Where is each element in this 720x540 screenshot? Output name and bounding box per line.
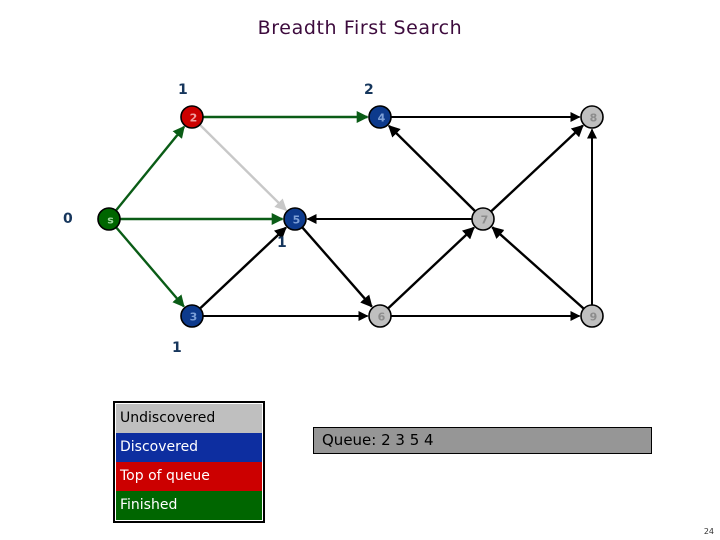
graph-node-7[interactable]: 7 [471,207,495,231]
node-layer: s 2 4 8 5 7 3 6 9 [97,105,604,328]
node-circle-9[interactable] [580,304,604,328]
graph-node-2[interactable]: 2 [180,105,204,129]
legend-row-discovered: Discovered [116,433,262,462]
edge-7-8 [490,124,584,213]
graph-node-6[interactable]: 6 [368,304,392,328]
edge-s-2 [115,125,186,211]
node-label-8: 8 [590,112,598,125]
distance-label-s: 0 [63,211,73,227]
edge-9-7 [491,226,585,310]
edge-layer [115,111,597,321]
node-circle-4[interactable] [368,105,392,129]
legend-row-finished: Finished [116,491,262,520]
edge-3-5 [199,226,287,309]
distance-label-4: 2 [364,82,374,98]
page-title: Breadth First Search [257,17,463,39]
distance-label-5: 1 [277,235,287,251]
legend-row-undiscovered: Undiscovered [116,404,262,433]
node-circle-s[interactable] [97,207,121,231]
distance-label-3: 1 [172,340,182,356]
graph-node-4[interactable]: 4 [368,105,392,129]
graph-node-3[interactable]: 3 [180,304,204,328]
edge-s-3 [115,226,185,308]
node-circle-6[interactable] [368,304,392,328]
node-label-5: 5 [293,214,301,227]
page-number: 24 [703,527,714,536]
node-label-s: s [107,214,114,227]
edge-5-6 [301,226,373,308]
node-label-6: 6 [378,311,386,324]
node-label-9: 9 [590,311,598,324]
node-label-2: 2 [190,112,198,125]
graph-node-8[interactable]: 8 [580,105,604,129]
legend-row-top-of-queue: Top of queue [116,462,262,491]
graph-node-9[interactable]: 9 [580,304,604,328]
node-circle-8[interactable] [580,105,604,129]
node-circle-3[interactable] [180,304,204,328]
node-label-3: 3 [190,311,198,324]
queue-display: Queue: 2 3 5 4 [313,427,652,454]
edge-2-5 [199,124,287,212]
node-circle-5[interactable] [283,207,307,231]
node-circle-2[interactable] [180,105,204,129]
node-label-7: 7 [481,214,489,227]
graph-node-s[interactable]: s [97,207,121,231]
graph-node-5[interactable]: 5 [283,207,307,231]
edge-7-4 [388,124,476,212]
distance-label-2: 1 [178,82,188,98]
node-circle-7[interactable] [471,207,495,231]
node-label-4: 4 [378,112,386,125]
edge-6-7 [387,226,475,309]
